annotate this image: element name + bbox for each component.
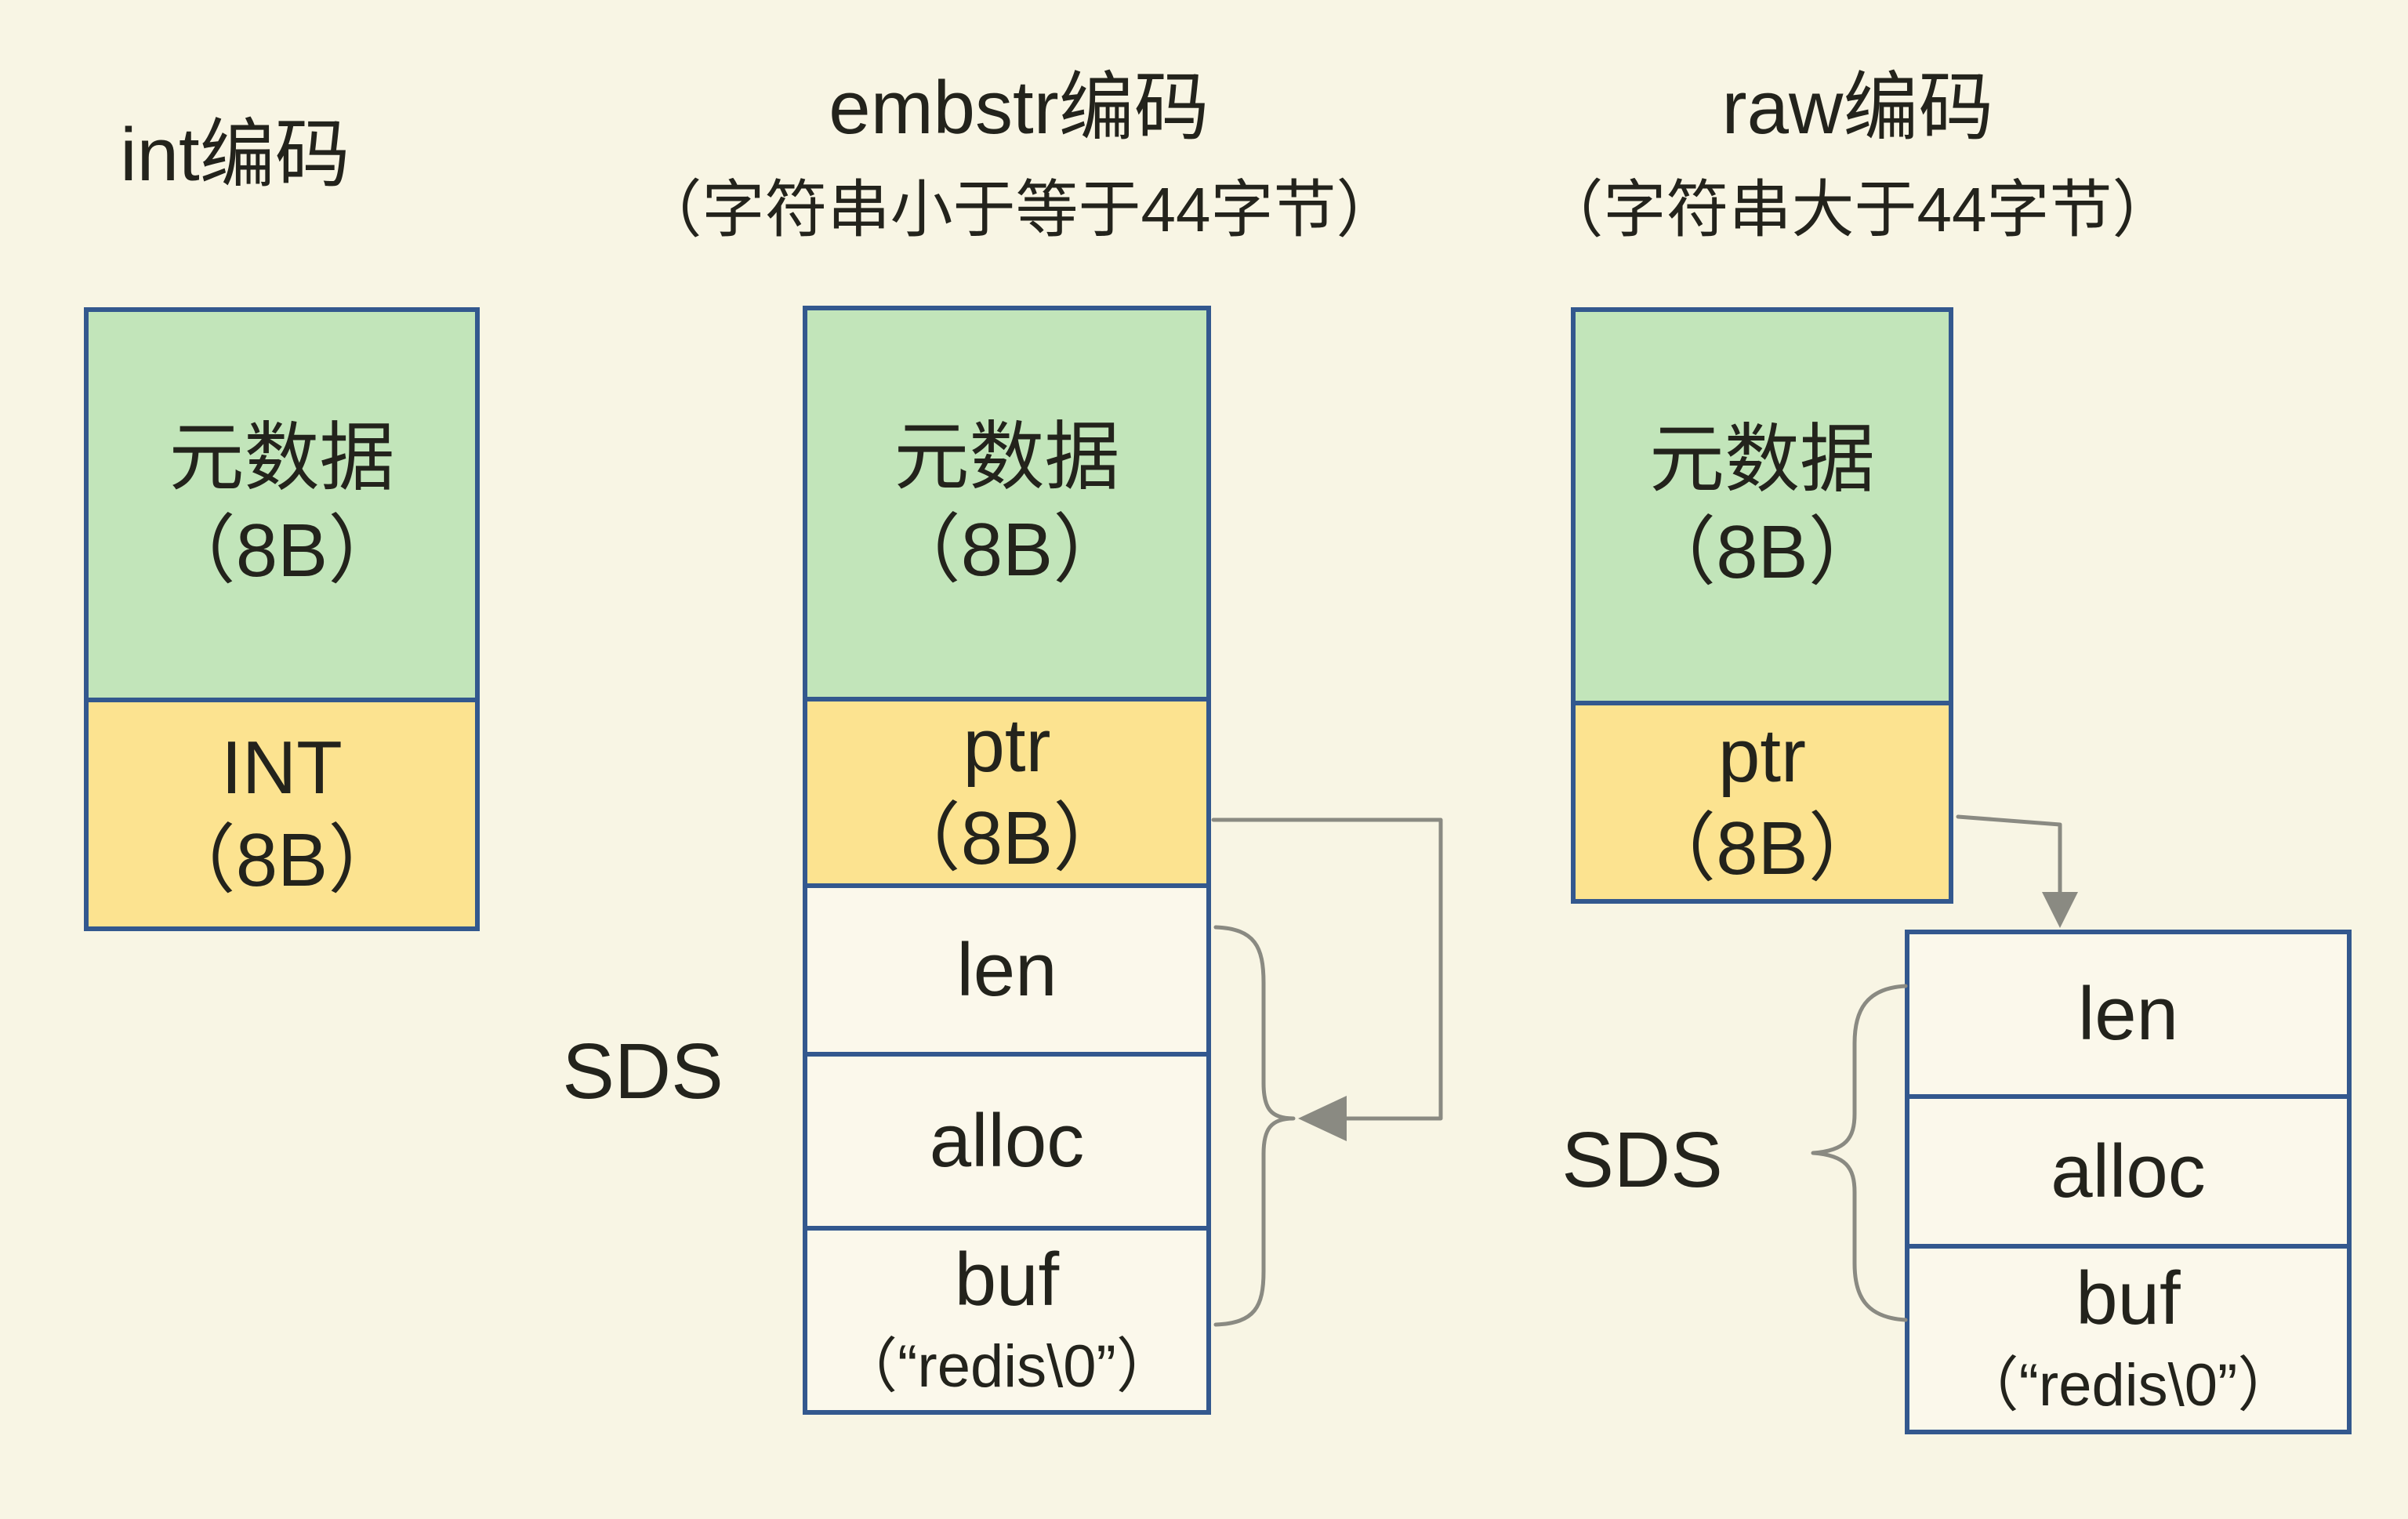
embstr-sds-len-label: len [956,927,1057,1012]
embstr-sds-label: SDS [562,1028,723,1115]
raw-ptr-size: （8B） [1641,806,1884,890]
raw-metadata-size: （8B） [1641,510,1884,594]
embstr-sds-alloc-label: alloc [929,1099,1085,1183]
raw-title-condition: （字符串大于44字节） [1540,175,2175,245]
raw-metadata-label: 元数据 [1649,418,1875,502]
embstr-ptr-arrow-line [1211,818,1443,1121]
int-value-size: （8B） [160,818,404,902]
embstr-ptr-cell: ptr （8B） [803,697,1211,888]
embstr-sds-buf-cell: buf （“redis\0”） [803,1226,1211,1415]
embstr-title-condition: （字符串小于等于44字节） [639,175,1399,245]
embstr-ptr-arrowhead-icon [1298,1096,1347,1141]
embstr-sds-len-cell: len [803,883,1211,1057]
int-column-title: int编码 [120,113,350,197]
raw-sds-buf-cell: buf （“redis\0”） [1905,1244,2352,1434]
embstr-sds-bracket-icon [1213,925,1296,1327]
int-value-cell: INT （8B） [84,698,480,931]
raw-sds-alloc-label: alloc [2051,1129,2206,1213]
embstr-metadata-size: （8B） [885,507,1129,592]
raw-sds-brace-icon [1811,984,1908,1322]
raw-metadata-cell: 元数据 （8B） [1571,307,1953,705]
int-metadata-cell: 元数据 （8B） [84,307,480,702]
raw-ptr-arrowhead-icon [2042,892,2078,928]
embstr-metadata-cell: 元数据 （8B） [803,306,1211,701]
raw-ptr-arrow-line [1956,814,2062,896]
raw-sds-label: SDS [1561,1116,1723,1204]
raw-sds-alloc-cell: alloc [1905,1094,2352,1249]
raw-sds-len-label: len [2077,972,2179,1056]
embstr-ptr-size: （8B） [885,796,1129,880]
int-metadata-label: 元数据 [169,416,395,500]
raw-ptr-label: ptr [1717,713,1807,798]
int-value-label: INT [221,726,343,810]
raw-sds-len-cell: len [1905,930,2352,1099]
embstr-sds-alloc-cell: alloc [803,1052,1211,1231]
embstr-title-line: embstr编码 [829,66,1209,150]
raw-column-title: raw编码 （字符串大于44字节） [1458,64,2258,254]
embstr-metadata-label: 元数据 [894,415,1120,499]
embstr-ptr-label: ptr [963,704,1051,788]
raw-title-line: raw编码 [1721,66,1994,150]
embstr-column-title: embstr编码 （字符串小于等于44字节） [470,64,1568,254]
raw-sds-buf-value: （“redis\0”） [1959,1351,2297,1419]
embstr-sds-buf-label: buf [954,1237,1060,1321]
raw-ptr-cell: ptr （8B） [1571,701,1953,904]
raw-sds-buf-label: buf [2076,1256,2181,1340]
embstr-sds-buf-value: （“redis\0”） [838,1332,1176,1400]
int-metadata-size: （8B） [160,509,404,593]
